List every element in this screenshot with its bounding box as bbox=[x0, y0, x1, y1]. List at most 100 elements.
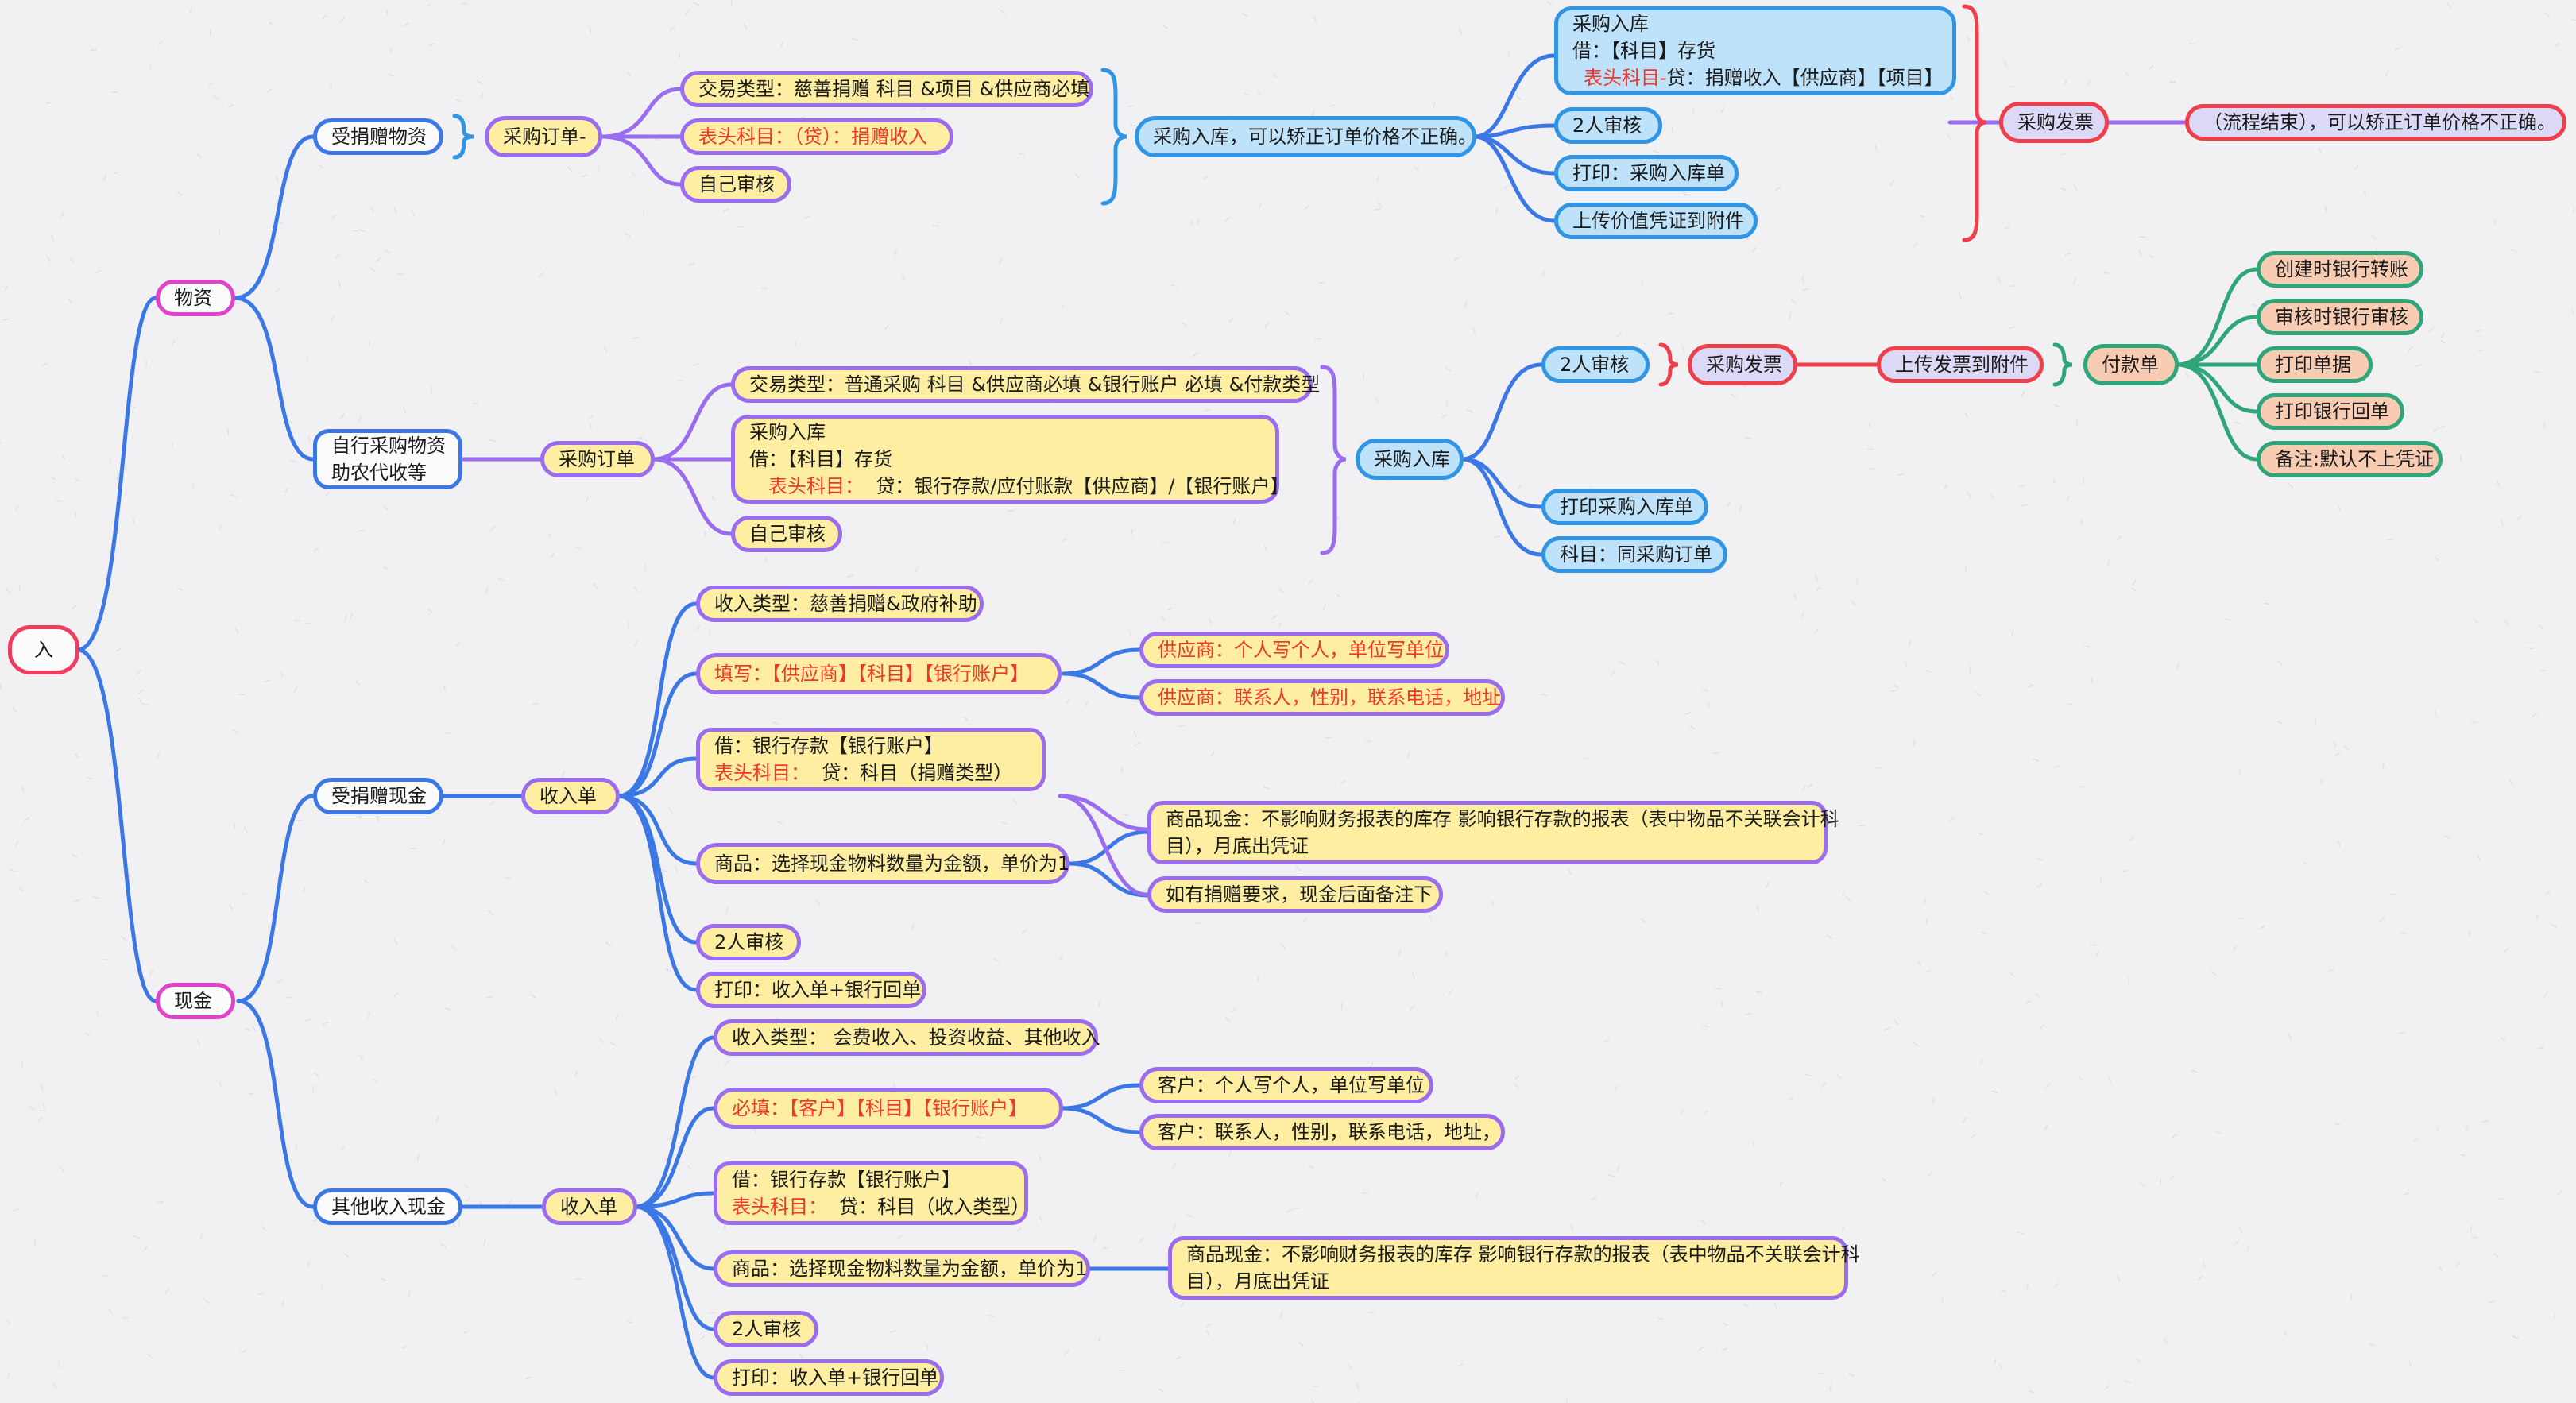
node-order-type-1[interactable]: 交易类型：慈善捐赠 科目 &项目 &供应商必填 bbox=[680, 71, 1093, 107]
texture-dash bbox=[915, 566, 919, 573]
texture-dash bbox=[993, 957, 1000, 963]
texture-dash bbox=[435, 1116, 439, 1123]
node-s2-required[interactable]: 必填：【客户】【科目】【银行账户】 bbox=[714, 1088, 1063, 1129]
connector bbox=[616, 794, 698, 992]
texture-dash bbox=[489, 800, 496, 806]
node-s1-print[interactable]: 打印：收入单+银行回单 bbox=[696, 972, 926, 1008]
node-s2-print[interactable]: 打印：收入单+银行回单 bbox=[714, 1359, 944, 1396]
texture-dash bbox=[780, 41, 784, 48]
node-s2-customer-2[interactable]: 客户：联系人，性别，联系电话，地址， bbox=[1139, 1114, 1505, 1150]
node-shouru-2[interactable]: 收入单 bbox=[542, 1188, 637, 1225]
texture-dash bbox=[477, 79, 483, 85]
node-zixing[interactable]: 自行采购物资 助农代收等 bbox=[313, 429, 462, 489]
texture-dash bbox=[1814, 628, 1820, 634]
node-ruku-2[interactable]: 采购入库 bbox=[1356, 439, 1464, 480]
branch-xianjin[interactable]: 现金 bbox=[156, 983, 235, 1019]
texture-dash bbox=[998, 257, 1003, 265]
node-order-header-1[interactable]: 表头科目：（贷）：捐赠收入 bbox=[680, 118, 953, 155]
texture-dash bbox=[1271, 615, 1278, 620]
texture-dash bbox=[380, 1277, 387, 1281]
texture-dash bbox=[1681, 345, 1685, 352]
texture-dash bbox=[2544, 891, 2551, 895]
texture-dash bbox=[1590, 1197, 1597, 1201]
node-s1-supplier-1[interactable]: 供应商：个人写个人，单位写单位 bbox=[1139, 632, 1449, 668]
node-shou-wuzi[interactable]: 受捐赠物资 bbox=[313, 118, 443, 155]
node-caigou-order-1[interactable]: 采购订单- bbox=[485, 116, 602, 157]
node-caigou-order-2[interactable]: 采购订单 bbox=[540, 441, 655, 477]
connector bbox=[2175, 315, 2259, 367]
branch-wuzi[interactable]: 物资 bbox=[156, 280, 235, 316]
connector bbox=[236, 794, 315, 1003]
node-s1-audit[interactable]: 2人审核 bbox=[696, 924, 801, 960]
texture-dash bbox=[1962, 1116, 1967, 1123]
node-upload-invoice[interactable]: 上传发票到附件 bbox=[1877, 346, 2044, 383]
node-s1-donation-note[interactable]: 如有捐赠要求，现金后面备注下 bbox=[1147, 876, 1443, 913]
node-ruku-detail-1[interactable]: 采购入库 借：【科目】存货 表头科目-贷：捐赠收入【供应商】【项目】 bbox=[1554, 6, 1956, 95]
texture-dash bbox=[1441, 414, 1447, 419]
node-fapiao-1[interactable]: 采购发票 bbox=[1999, 102, 2109, 143]
node-order-selfcheck-1[interactable]: 自己审核 bbox=[680, 166, 791, 203]
texture-dash bbox=[2171, 1133, 2178, 1138]
node-fk-audit[interactable]: 审核时银行审核 bbox=[2257, 299, 2423, 335]
texture-dash bbox=[218, 1081, 222, 1088]
texture-dash bbox=[382, 504, 389, 511]
node-ruku2-print[interactable]: 打印采购入库单 bbox=[1541, 489, 1708, 525]
node-fk-print[interactable]: 打印单据 bbox=[2257, 346, 2373, 383]
texture-dash bbox=[232, 729, 238, 734]
node-s2-goods[interactable]: 商品：选择现金物料数量为金额，单价为1 bbox=[714, 1250, 1090, 1287]
node-s1-debit[interactable]: 借：银行存款【银行账户】 表头科目： 贷：科目（捐赠类型） bbox=[696, 728, 1046, 791]
texture-dash bbox=[1739, 505, 1742, 512]
brace bbox=[1320, 365, 1347, 555]
node-end-1[interactable]: （流程结束），可以矫正订单价格不正确。 bbox=[2185, 104, 2566, 141]
node-other-income[interactable]: 其他收入现金 bbox=[313, 1188, 462, 1225]
texture-dash bbox=[2107, 558, 2110, 566]
node-shou-xianjin[interactable]: 受捐赠现金 bbox=[313, 778, 443, 814]
texture-dash bbox=[74, 477, 80, 483]
texture-dash bbox=[322, 14, 328, 20]
node-s1-goods-note[interactable]: 商品现金：不影响财务报表的库存 影响银行存款的报表（表中物品不关联会计科 目），… bbox=[1147, 801, 1839, 864]
node-fk-note[interactable]: 备注:默认不上凭证 bbox=[2257, 441, 2443, 477]
node-order-ruku-2[interactable]: 采购入库 借：【科目】存货 表头科目： 贷：银行存款/应付账款【供应商】/【银行… bbox=[731, 415, 1289, 504]
texture-dash bbox=[1134, 741, 1140, 747]
node-s2-type[interactable]: 收入类型： 会费收入、投资收益、其他收入 bbox=[714, 1019, 1100, 1056]
node-ruku2-subject[interactable]: 科目：同采购订单 bbox=[1541, 536, 1727, 573]
texture-dash bbox=[1162, 25, 1169, 29]
texture-dash bbox=[343, 1252, 350, 1258]
texture-dash bbox=[487, 910, 493, 916]
node-s1-fill[interactable]: 填写：【供应商】【科目】【银行账户】 bbox=[696, 653, 1062, 694]
texture-dash bbox=[2129, 835, 2135, 841]
node-s1-goods[interactable]: 商品：选择现金物料数量为金额，单价为1 bbox=[696, 843, 1069, 884]
texture-dash bbox=[114, 171, 121, 175]
texture-dash bbox=[1541, 693, 1549, 697]
node-order-type-2[interactable]: 交易类型：普通采购 科目 &供应商必填 &银行账户 必填 &付款类型 bbox=[731, 366, 1320, 403]
node-fk-print-bank[interactable]: 打印银行回单 bbox=[2257, 393, 2404, 430]
node-ruku-1[interactable]: 采购入库，可以矫正订单价格不正确。 bbox=[1135, 116, 1477, 157]
node-fapiao-2[interactable]: 采购发票 bbox=[1688, 344, 1797, 385]
texture-dash bbox=[1297, 1342, 1304, 1347]
node-order-selfcheck-2[interactable]: 自己审核 bbox=[731, 516, 842, 552]
node-fukuan[interactable]: 付款单 bbox=[2083, 344, 2179, 385]
node-shouru-1[interactable]: 收入单 bbox=[521, 778, 620, 814]
texture-dash bbox=[2415, 363, 2423, 368]
node-ruku1-audit[interactable]: 2人审核 bbox=[1554, 107, 1662, 144]
node-s2-customer-1[interactable]: 客户：个人写个人，单位写单位 bbox=[1139, 1067, 1433, 1103]
node-s1-supplier-2[interactable]: 供应商：联系人，性别，联系电话，地址 bbox=[1139, 679, 1505, 716]
node-fk-transfer[interactable]: 创建时银行转账 bbox=[2257, 251, 2423, 288]
texture-dash bbox=[290, 459, 297, 463]
connector bbox=[1058, 794, 1150, 897]
texture-dash bbox=[2388, 538, 2395, 541]
node-ruku1-upload[interactable]: 上传价值凭证到附件 bbox=[1554, 203, 1758, 239]
node-s2-audit[interactable]: 2人审核 bbox=[714, 1311, 818, 1347]
texture-dash bbox=[1848, 1372, 1855, 1378]
texture-dash bbox=[1018, 153, 1026, 155]
texture-dash bbox=[1944, 483, 1948, 490]
root-node[interactable]: 入 bbox=[8, 625, 79, 674]
texture-dash bbox=[393, 991, 399, 998]
node-s2-debit[interactable]: 借：银行存款【银行账户】 表头科目： 贷：科目（收入类型） bbox=[714, 1161, 1030, 1225]
texture-dash bbox=[18, 585, 21, 592]
node-s2-goods-note[interactable]: 商品现金：不影响财务报表的库存 影响银行存款的报表（表中物品不关联会计科 目），… bbox=[1168, 1236, 1860, 1300]
node-s1-type[interactable]: 收入类型：慈善捐赠&政府补助 bbox=[696, 586, 984, 622]
node-ruku1-print[interactable]: 打印：采购入库单 bbox=[1554, 155, 1739, 191]
node-ruku2-audit[interactable]: 2人审核 bbox=[1541, 346, 1650, 383]
texture-dash bbox=[2510, 249, 2517, 253]
